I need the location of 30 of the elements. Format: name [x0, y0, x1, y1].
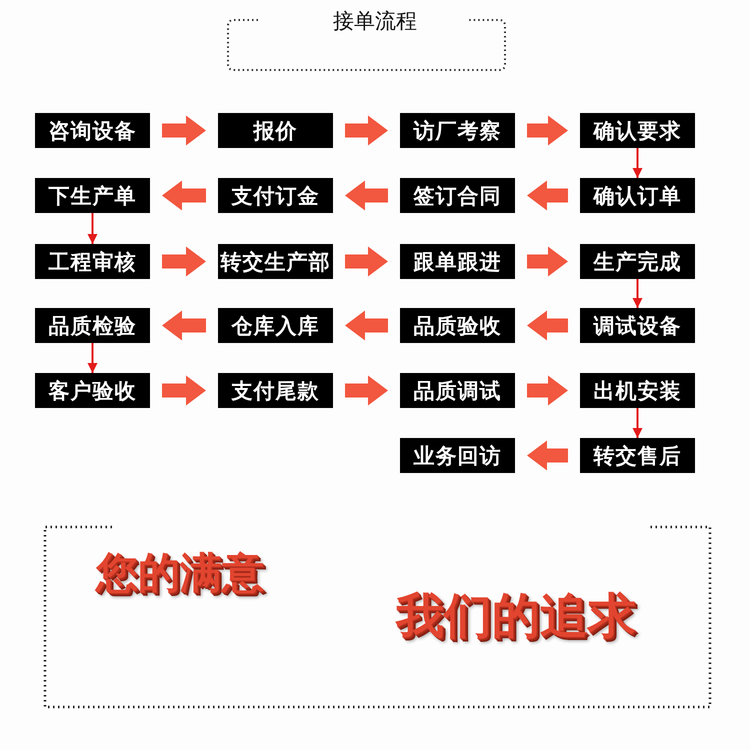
- arrow: [632, 148, 642, 178]
- process-box: 支付尾款: [218, 373, 333, 408]
- arrow: [632, 408, 642, 438]
- arrow: [88, 213, 98, 244]
- slogan-text: 您的满意: [96, 550, 264, 596]
- process-box: 品质调试: [400, 373, 515, 408]
- process-box: 咨询设备: [35, 113, 150, 148]
- process-box: 生产完成: [580, 244, 695, 279]
- process-box: 品质验收: [400, 308, 515, 343]
- process-box: 品质检验: [35, 308, 150, 343]
- process-box: 确认订单: [580, 178, 695, 213]
- process-box: 下生产单: [35, 178, 150, 213]
- process-box: 出机安装: [580, 373, 695, 408]
- title: 接单流程: [332, 8, 418, 35]
- process-box: 客户验收: [35, 373, 150, 408]
- process-box: 访厂考察: [400, 113, 515, 148]
- process-box: 签订合同: [400, 178, 515, 213]
- slogan-text: 我们的追求: [396, 590, 636, 643]
- process-box: 跟单跟进: [400, 244, 515, 279]
- process-box: 确认要求: [580, 113, 695, 148]
- process-box: 业务回访: [400, 438, 515, 473]
- process-box: 转交售后: [580, 438, 695, 473]
- process-box: 调试设备: [580, 308, 695, 343]
- process-box: 仓库入库: [218, 308, 333, 343]
- arrow: [88, 343, 98, 373]
- process-box: 报价: [218, 113, 333, 148]
- process-box: 转交生产部: [218, 244, 333, 279]
- process-box: 支付订金: [218, 178, 333, 213]
- process-box: 工程审核: [35, 244, 150, 279]
- arrow: [632, 279, 642, 308]
